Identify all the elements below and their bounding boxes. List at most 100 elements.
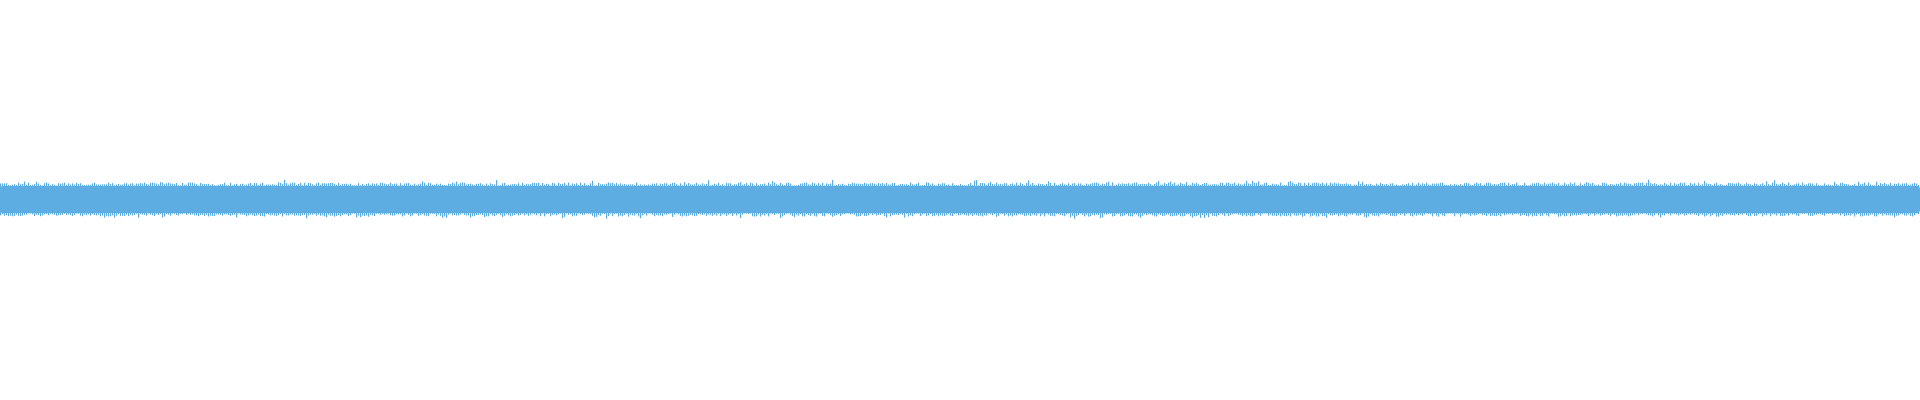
- waveform-sample: [112, 183, 114, 216]
- waveform-sample: [448, 183, 450, 215]
- waveform-sample: [1112, 182, 1114, 217]
- waveform-sample: [772, 181, 774, 215]
- waveform-sample: [780, 183, 782, 218]
- waveform-sample: [392, 184, 394, 216]
- waveform-sample: [1782, 182, 1784, 217]
- waveform-sample: [124, 183, 126, 216]
- waveform-sample: [708, 180, 710, 215]
- waveform-sample: [868, 184, 870, 216]
- waveform-sample: [1638, 182, 1640, 216]
- waveform-sample: [570, 185, 572, 215]
- waveform-sample: [1904, 183, 1906, 216]
- waveform-sample: [1164, 183, 1166, 216]
- waveform-sample: [132, 183, 134, 216]
- waveform-sample: [1764, 185, 1766, 215]
- waveform-sample: [1294, 183, 1296, 216]
- waveform-sample: [1036, 185, 1038, 216]
- waveform-sample: [1642, 182, 1644, 214]
- waveform-sample: [1522, 185, 1524, 215]
- waveform-sample: [1548, 183, 1550, 217]
- waveform-sample: [1880, 183, 1882, 215]
- waveform-sample: [316, 183, 318, 216]
- waveform-sample: [232, 185, 234, 216]
- waveform-sample: [940, 184, 942, 216]
- waveform-sample: [248, 183, 250, 216]
- waveform-sample: [884, 184, 886, 217]
- waveform-sample: [1240, 184, 1242, 215]
- waveform-sample: [964, 185, 966, 215]
- waveform-sample: [528, 184, 530, 216]
- waveform-sample: [224, 182, 226, 215]
- waveform-sample: [1054, 182, 1056, 217]
- waveform-sample: [344, 183, 346, 215]
- waveform-sample: [1458, 184, 1460, 214]
- waveform-sample: [1686, 185, 1688, 216]
- waveform-sample: [362, 184, 364, 216]
- waveform-sample: [1272, 183, 1274, 216]
- waveform-sample: [1184, 184, 1186, 216]
- waveform-sample: [1114, 185, 1116, 216]
- waveform-sample: [1452, 185, 1454, 214]
- waveform-sample: [404, 183, 406, 216]
- waveform-sample: [1614, 184, 1616, 215]
- waveform-sample: [1624, 182, 1626, 215]
- waveform-sample: [40, 184, 42, 217]
- waveform-sample: [302, 185, 304, 216]
- waveform-sample: [572, 183, 574, 217]
- waveform-sample: [1566, 184, 1568, 217]
- waveform-sample: [1238, 183, 1240, 215]
- waveform-sample: [414, 183, 416, 214]
- waveform-sample: [716, 184, 718, 216]
- waveform-sample: [426, 184, 428, 216]
- waveform-sample: [1396, 184, 1398, 216]
- waveform-sample: [822, 182, 824, 216]
- waveform-sample: [430, 183, 432, 214]
- waveform-sample: [606, 183, 608, 219]
- waveform-sample: [1732, 183, 1734, 216]
- waveform-sample: [1316, 182, 1318, 217]
- waveform-sample: [1248, 183, 1250, 215]
- waveform-sample: [470, 183, 472, 218]
- waveform-sample: [1760, 184, 1762, 214]
- waveform-sample: [1022, 184, 1024, 215]
- waveform-sample: [198, 185, 200, 217]
- waveform-sample: [1818, 184, 1820, 215]
- waveform-sample: [1116, 184, 1118, 215]
- waveform-sample: [56, 185, 58, 216]
- waveform-sample: [566, 184, 568, 214]
- waveform-sample: [1438, 183, 1440, 217]
- waveform-sample: [1236, 184, 1238, 214]
- waveform-sample: [1336, 183, 1338, 215]
- waveform-sample: [492, 184, 494, 216]
- waveform-sample: [1186, 182, 1188, 215]
- waveform-sample: [1348, 184, 1350, 215]
- waveform-sample: [126, 183, 128, 215]
- waveform-sample: [1888, 184, 1890, 216]
- waveform-sample: [1588, 182, 1590, 217]
- waveform-sample: [8, 184, 10, 217]
- waveform-sample: [1604, 182, 1606, 215]
- waveform-sample: [982, 182, 984, 217]
- waveform-sample: [50, 185, 52, 214]
- waveform-sample: [168, 182, 170, 215]
- waveform-sample: [210, 185, 212, 216]
- waveform-sample: [1790, 184, 1792, 214]
- waveform-sample: [1838, 185, 1840, 214]
- waveform-sample: [1400, 185, 1402, 215]
- waveform-sample: [768, 182, 770, 217]
- waveform-sample: [1128, 183, 1130, 216]
- waveform-sample: [116, 184, 118, 216]
- waveform-sample: [678, 185, 680, 215]
- waveform-sample: [1704, 180, 1706, 217]
- waveform-sample: [620, 183, 622, 216]
- waveform-sample: [1816, 183, 1818, 215]
- waveform-sample: [66, 184, 68, 215]
- waveform-sample: [136, 183, 138, 214]
- waveform-sample: [1784, 183, 1786, 216]
- waveform-sample: [1768, 184, 1770, 214]
- waveform-sample: [560, 184, 562, 214]
- waveform-sample: [514, 183, 516, 215]
- waveform-sample: [480, 183, 482, 215]
- waveform-sample: [216, 185, 218, 215]
